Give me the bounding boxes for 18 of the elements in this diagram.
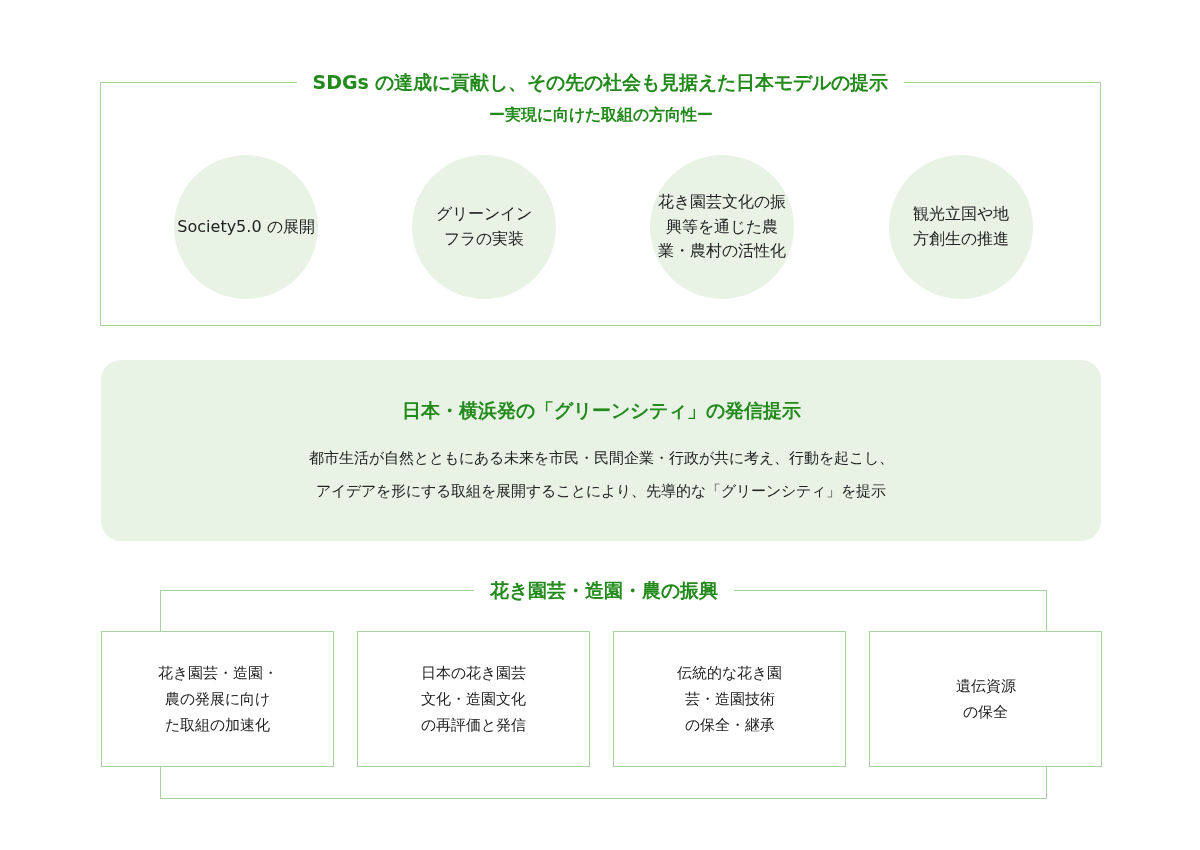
item-card bbox=[869, 631, 1102, 767]
item-card bbox=[613, 631, 846, 767]
card-text: 遺伝資源の保全 bbox=[954, 675, 1017, 723]
card-text: 伝統的な花き園芸・造園技術の保全・継承 bbox=[676, 662, 783, 737]
circle-label: 観光立国や地方創生の推進 bbox=[912, 203, 1010, 250]
card-text: 日本の花き園芸文化・造園文化の再評価と発信 bbox=[420, 662, 527, 737]
circle-label: グリーンインフラの実装 bbox=[435, 203, 533, 250]
group-subtitle: ー実現に向けた取組の方向性ー bbox=[487, 105, 714, 126]
highlight-panel bbox=[101, 360, 1101, 541]
card-text: 花き園芸・造園・農の発展に向けた取組の加速化 bbox=[156, 662, 279, 737]
item-card bbox=[357, 631, 590, 767]
circle-label: Society5.0 の展開 bbox=[176, 215, 316, 238]
item-card bbox=[101, 631, 334, 767]
group-title: SDGs の達成に貢献し、その先の社会も見据えた日本モデルの提示 bbox=[296, 70, 905, 96]
group-title: 花き園芸・造園・農の振興 bbox=[473, 578, 734, 604]
panel-heading: 日本・横浜発の「グリーンシティ」の発信提示 bbox=[401, 398, 801, 423]
circle-label: 花き園芸文化の振興等を通じた農業・農村の活性化 bbox=[657, 190, 787, 263]
panel-description: 都市生活が自然とともにある未来を市民・民間企業・行政が共に考え、行動を起こし、アイデアを形にする取組を展開することにより、先導的な「グリーンシティ」を提示 bbox=[307, 448, 895, 502]
